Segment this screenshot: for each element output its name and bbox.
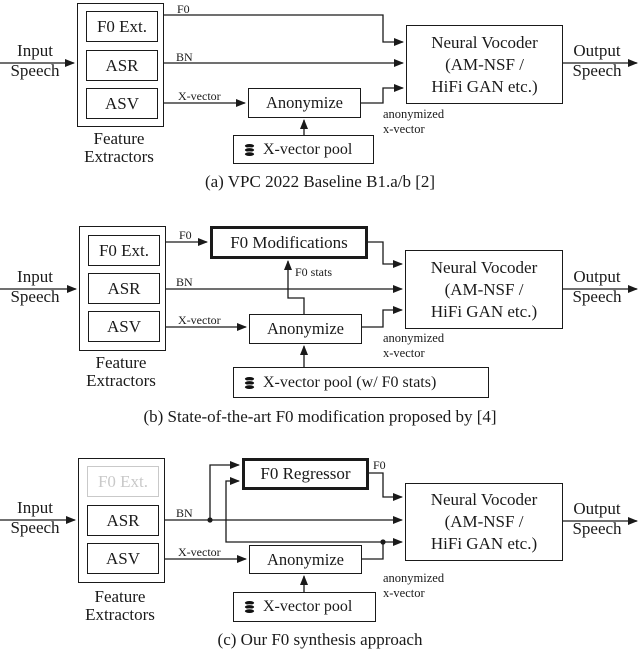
anonymize-box: Anonymize: [248, 88, 361, 118]
input-speech-label: Input Speech: [10, 267, 60, 306]
feature-extractors-box: [77, 3, 164, 127]
c-xvector-branch-to-regressor: [225, 477, 383, 543]
x-vector-pool-label: X-vector pool (w/ F0 stats): [263, 373, 437, 391]
x-vector-signal-label: X-vector: [178, 89, 221, 103]
bn-signal-label: BN: [176, 50, 193, 64]
bn-signal-label: BN: [176, 506, 193, 520]
feature-extractors-box: [79, 226, 166, 351]
b-anonymize-out: [361, 306, 403, 328]
caption-a: (a) VPC 2022 Baseline B1.a/b [2]: [204, 172, 436, 191]
feature-extractors-caption: Feature Extractors: [85, 587, 155, 624]
database-icon: [243, 375, 256, 390]
neural-vocoder-box: Neural Vocoder (AM-NSF / HiFi GAN etc.): [405, 250, 563, 329]
asv-box: ASV: [86, 88, 158, 119]
output-speech-label: Output Speech: [572, 41, 622, 80]
f0-stats-label: F0 stats: [295, 265, 333, 279]
x-vector-signal-label: X-vector: [178, 545, 221, 559]
feature-extractors-caption: Feature Extractors: [84, 129, 154, 166]
asr-box: ASR: [88, 273, 160, 304]
b-f0mod-out: [367, 241, 403, 268]
x-vector-pool-box: X-vector pool: [233, 135, 374, 164]
anonymized-x-vector-note: anonymized x-vector: [383, 571, 445, 600]
f0-ext-box-disabled: F0 Ext.: [87, 466, 159, 497]
asv-box: ASV: [88, 311, 160, 342]
anonymize-box: Anonymize: [249, 314, 362, 344]
f0-modifications-box: F0 Modifications: [210, 226, 368, 259]
x-vector-pool-label: X-vector pool: [263, 140, 353, 158]
c-anonymize-out: [361, 538, 403, 560]
asr-box: ASR: [86, 50, 158, 81]
c-bn-junction-dot: [207, 517, 213, 523]
a-anonymize-out: [360, 84, 404, 104]
f0-ext-box: F0 Ext.: [86, 11, 158, 42]
anonymize-box: Anonymize: [249, 545, 362, 574]
output-speech-label: Output Speech: [572, 267, 622, 306]
input-speech-label: Input Speech: [10, 498, 60, 537]
database-icon: [243, 600, 256, 614]
bn-signal-label: BN: [176, 275, 193, 289]
feature-extractors-caption: Feature Extractors: [86, 353, 156, 390]
database-icon: [243, 142, 256, 157]
input-speech-label: Input Speech: [10, 41, 60, 80]
c-bn-branch-to-regressor: [209, 461, 240, 520]
asv-box: ASV: [87, 543, 159, 574]
b-f0stats-line: [284, 260, 305, 314]
f0-ext-box: F0 Ext.: [88, 235, 160, 266]
f0-signal-label: F0: [177, 2, 190, 16]
anonymized-x-vector-note: anonymized x-vector: [383, 107, 445, 136]
x-vector-signal-label: X-vector: [178, 313, 221, 327]
caption-c: (c) Our F0 synthesis approach: [217, 630, 423, 649]
f0-output-label: F0: [373, 458, 386, 472]
anonymized-x-vector-note: anonymized x-vector: [383, 331, 445, 360]
x-vector-pool-box: X-vector pool (w/ F0 stats): [233, 367, 489, 398]
c-f0-out-line: [368, 472, 403, 501]
c-xvector-junction-dot: [380, 539, 386, 545]
a-f0-line: [163, 14, 404, 46]
output-speech-label: Output Speech: [572, 499, 622, 538]
asr-box: ASR: [87, 505, 159, 536]
x-vector-pool-label: X-vector pool: [263, 598, 353, 615]
neural-vocoder-box: Neural Vocoder (AM-NSF / HiFi GAN etc.): [406, 25, 563, 104]
f0-regressor-box: F0 Regressor: [242, 458, 369, 490]
f0-signal-label: F0: [179, 228, 192, 242]
feature-extractors-box: [78, 458, 165, 583]
neural-vocoder-box: Neural Vocoder (AM-NSF / HiFi GAN etc.): [405, 483, 563, 561]
caption-b: (b) State-of-the-art F0 modification pro…: [143, 407, 497, 426]
x-vector-pool-box: X-vector pool: [233, 592, 376, 622]
